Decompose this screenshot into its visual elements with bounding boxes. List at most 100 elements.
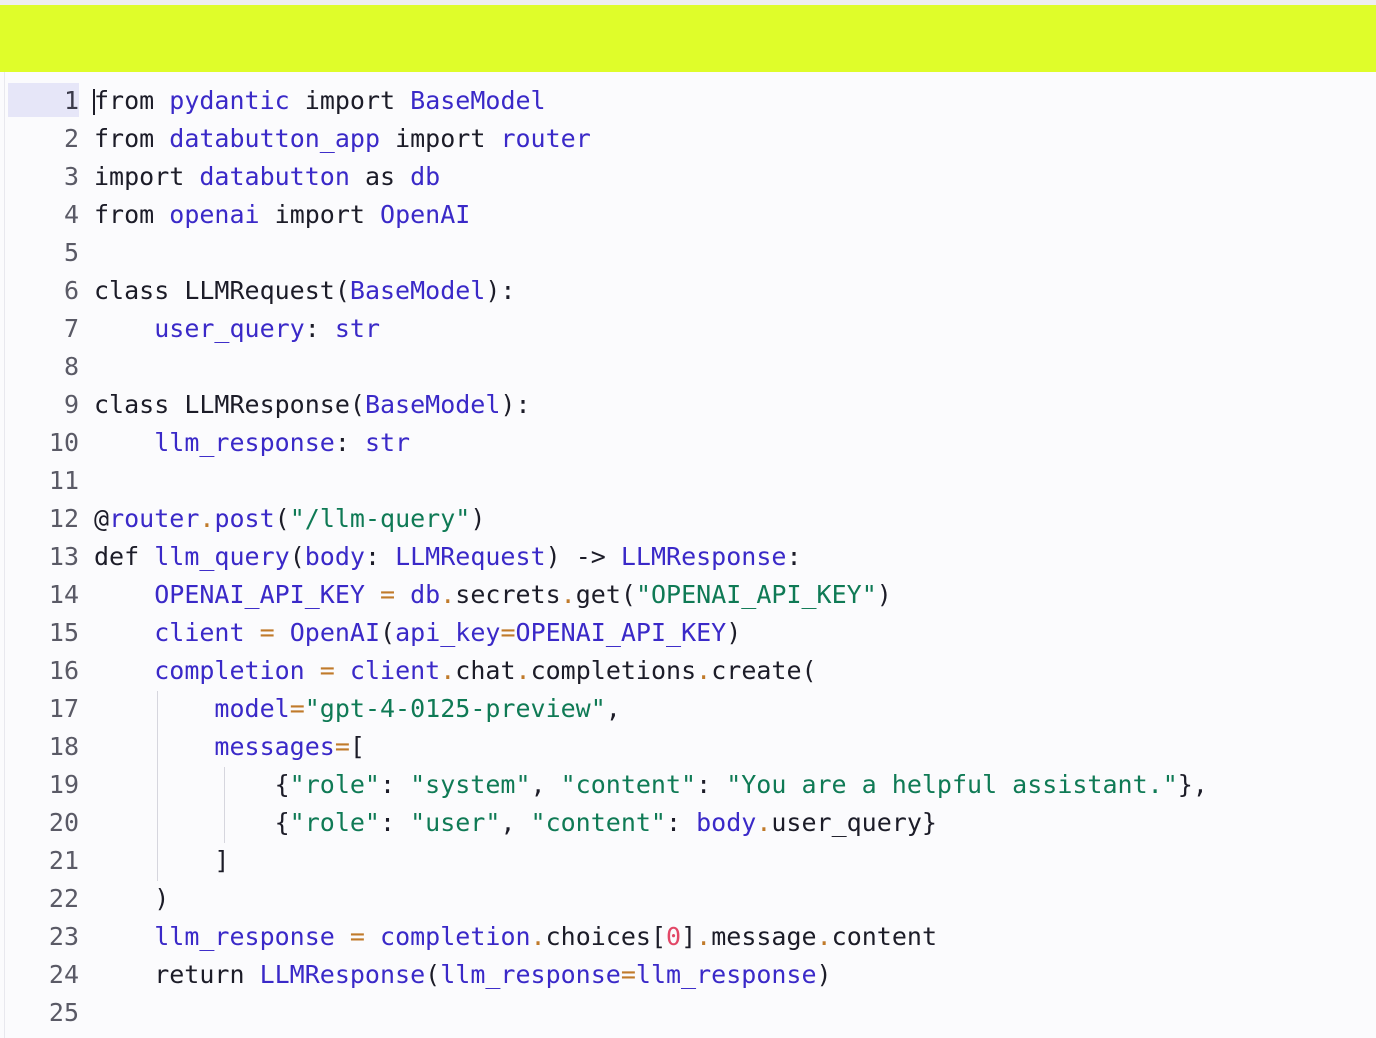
code-token xyxy=(395,162,410,191)
code-token: ( xyxy=(425,960,441,989)
line-number: 11 xyxy=(48,466,79,495)
code-token: from xyxy=(94,86,155,115)
code-token: : xyxy=(364,542,396,571)
line-number: 2 xyxy=(63,124,79,153)
code-token: class xyxy=(94,276,170,305)
line-number: 20 xyxy=(48,808,79,837)
indent-guide xyxy=(157,691,158,881)
code-line[interactable]: 8 xyxy=(5,349,1376,387)
code-line[interactable]: 17 model="gpt-4-0125-preview", xyxy=(5,691,1376,729)
line-number: 17 xyxy=(48,694,79,723)
code-token: LLMRequest( xyxy=(169,276,350,305)
code-token: . xyxy=(199,504,215,533)
code-token xyxy=(94,314,154,343)
code-line[interactable]: 21 ] xyxy=(5,843,1376,881)
code-line[interactable]: 23 llm_response = completion.choices[0].… xyxy=(5,919,1376,957)
code-token: llm_response xyxy=(635,960,817,989)
code-line[interactable]: 5 xyxy=(5,235,1376,273)
code-line[interactable]: 22 ) xyxy=(5,881,1376,919)
code-token: OpenAI xyxy=(380,200,471,229)
code-token: = xyxy=(289,694,305,723)
line-content: class LLMRequest(BaseModel): xyxy=(94,273,515,309)
line-number: 4 xyxy=(63,200,79,229)
code-token: completions xyxy=(530,656,697,685)
code-line[interactable]: 10 llm_response: str xyxy=(5,425,1376,463)
code-token xyxy=(305,656,320,685)
code-token: "role" xyxy=(289,808,380,837)
code-token: llm_query xyxy=(154,542,290,571)
line-number: 21 xyxy=(48,846,79,875)
code-token: "/llm-query" xyxy=(289,504,471,533)
line-content: OPENAI_API_KEY = db.secrets.get("OPENAI_… xyxy=(94,577,892,613)
line-content: ) xyxy=(94,881,169,917)
code-token: = xyxy=(334,732,350,761)
code-line[interactable]: 20 {"role": "user", "content": body.user… xyxy=(5,805,1376,843)
code-token: db xyxy=(410,580,441,609)
code-line[interactable]: 7 user_query: str xyxy=(5,311,1376,349)
code-token: "user" xyxy=(410,808,501,837)
code-line[interactable]: 16 completion = client.chat.completions.… xyxy=(5,653,1376,691)
code-token: ] xyxy=(94,846,230,875)
code-token: = xyxy=(349,922,365,951)
code-token: : xyxy=(665,808,697,837)
line-content: from pydantic import BaseModel xyxy=(94,83,546,119)
code-token: ) xyxy=(876,580,892,609)
code-token: ) -> xyxy=(545,542,621,571)
code-token: . xyxy=(530,922,546,951)
code-token xyxy=(94,428,154,457)
code-token xyxy=(154,124,169,153)
code-token: from xyxy=(94,124,155,153)
line-number: 6 xyxy=(63,276,79,305)
code-token: { xyxy=(94,808,290,837)
code-line[interactable]: 6 class LLMRequest(BaseModel): xyxy=(5,273,1376,311)
code-token: router xyxy=(109,504,200,533)
code-line[interactable]: 19 {"role": "system", "content": "You ar… xyxy=(5,767,1376,805)
code-token: "gpt-4-0125-preview" xyxy=(304,694,606,723)
code-token: "content" xyxy=(530,808,666,837)
code-line[interactable]: 12@router.post("/llm-query") xyxy=(5,501,1376,539)
code-token: 0 xyxy=(666,922,682,951)
code-token: BaseModel xyxy=(410,86,546,115)
line-number: 16 xyxy=(48,656,79,685)
code-token: LLMResponse( xyxy=(169,390,365,419)
line-number: 25 xyxy=(48,998,79,1027)
code-token: import xyxy=(94,162,185,191)
code-line[interactable]: 25 xyxy=(5,995,1376,1033)
code-line[interactable]: 15 client = OpenAI(api_key=OPENAI_API_KE… xyxy=(5,615,1376,653)
line-content: @router.post("/llm-query") xyxy=(94,501,485,537)
code-line[interactable]: 11 xyxy=(5,463,1376,501)
code-token xyxy=(395,86,410,115)
code-token: "OPENAI_API_KEY" xyxy=(635,580,877,609)
code-token: openai xyxy=(169,200,260,229)
indent-guide xyxy=(224,767,225,843)
code-token xyxy=(94,580,154,609)
code-token: : xyxy=(786,542,802,571)
code-line[interactable]: 14 OPENAI_API_KEY = db.secrets.get("OPEN… xyxy=(5,577,1376,615)
code-token xyxy=(154,86,169,115)
code-token: api_key xyxy=(395,618,501,647)
line-content: user_query: str xyxy=(94,311,380,347)
code-token: def xyxy=(94,542,140,571)
code-token: , xyxy=(500,808,531,837)
code-line[interactable]: 18 messages=[ xyxy=(5,729,1376,767)
line-content: class LLMResponse(BaseModel): xyxy=(94,387,531,423)
code-token: chat xyxy=(455,656,516,685)
code-token: . xyxy=(515,656,531,685)
code-token: = xyxy=(319,656,335,685)
code-token xyxy=(94,618,154,647)
line-number: 14 xyxy=(48,580,79,609)
line-number: 19 xyxy=(48,770,79,799)
code-token xyxy=(260,200,275,229)
code-token: BaseModel xyxy=(364,390,501,419)
code-token: client xyxy=(349,656,441,685)
line-content: {"role": "user", "content": body.user_qu… xyxy=(94,805,937,841)
code-line[interactable]: 24 return LLMResponse(llm_response=llm_r… xyxy=(5,957,1376,995)
